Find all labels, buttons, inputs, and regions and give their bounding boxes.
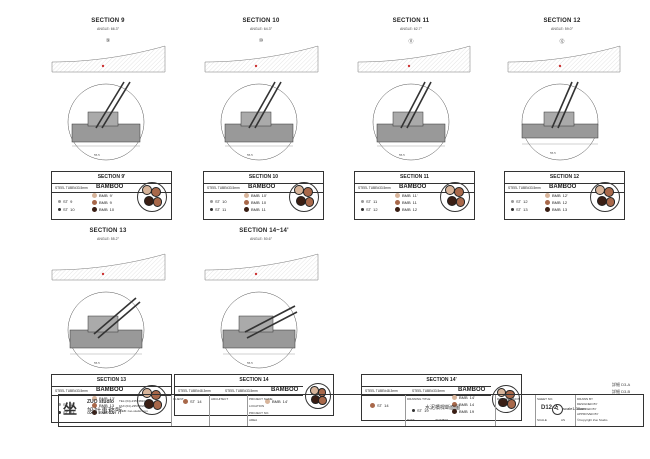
card-title: SECTION 12: [549, 174, 580, 180]
bamboo-dot: [304, 197, 315, 208]
bamboo-dot: [604, 187, 615, 198]
section-title: SECTION 10: [242, 18, 280, 24]
card-title: SECTION 14': [426, 377, 457, 383]
section-title: SECTION 14~14': [239, 228, 289, 234]
card-title: SECTION 13: [96, 377, 127, 383]
bamboo-dot: [151, 187, 162, 198]
scale-badge: 1: [552, 404, 563, 415]
bamboo-label: BAMBOO: [96, 387, 124, 393]
dimension-label: 55.5: [247, 153, 253, 157]
ref-a: 詳細 D3-A: [612, 382, 631, 387]
bamboo-label: BAMBOO: [458, 387, 486, 393]
bamboo-dot: [455, 197, 466, 208]
steel-label: STEEL TUBE#33.5mm: [412, 388, 445, 393]
section-marker: ⑨: [105, 38, 111, 44]
plan-strip: [51, 45, 166, 73]
angle-label: ANGLE: 59.0°: [550, 27, 574, 31]
bamboo-dot: [506, 399, 516, 409]
bamboo-dot: [303, 187, 314, 198]
dimension-label: 55.5: [94, 153, 100, 157]
bamboo-label: BAMBOO: [96, 184, 124, 190]
section-title: SECTION 11: [392, 18, 430, 24]
bamboo-label: BAMBOO: [549, 184, 577, 190]
dimension-label: 55.5: [399, 153, 405, 157]
plan-strip: [51, 253, 166, 281]
section-title: SECTION 12: [543, 18, 581, 24]
card-title: SECTION 14: [239, 377, 269, 383]
plan-strip: [204, 253, 319, 281]
bundle-diagram: [289, 182, 319, 212]
company-cell: 坐 ZUO studio 設計事務所 TEL:(04)-23573820 FAX…: [59, 395, 172, 426]
bamboo-dot: [317, 387, 327, 397]
card-title: SECTION 10: [248, 174, 279, 180]
steel-label: STEEL TUBE#48.3mm: [365, 388, 398, 393]
card-section-14: SECTION 14 STEEL TUBE#48.3mm STEEL TUBE#3…: [174, 374, 334, 416]
angle-label: ANGLE: 55.2°: [96, 237, 120, 241]
scale-text: scale1/30cm: [563, 406, 586, 411]
angle-label: ANGLE: 64.3°: [249, 27, 273, 31]
steel-label: STEEL TUBE#48.3mm: [178, 388, 211, 393]
dimension-label: 55.5: [550, 151, 556, 155]
steel-label: STEEL TUBE#33.5mm: [508, 185, 541, 190]
section-title: SECTION 9: [91, 18, 125, 24]
section-marker: ⑩: [258, 38, 264, 44]
angle-label: ANGLE: 62.7°: [399, 27, 423, 31]
angle-label: ANGLE: 66.3°: [96, 27, 120, 31]
plan-strip: [357, 45, 471, 73]
company-name-zh: 設計事務所: [87, 408, 122, 415]
plan-strip: [204, 45, 319, 73]
steel-label: STEEL TUBE#33.5mm: [358, 185, 391, 190]
bamboo-label: BAMBOO: [399, 184, 427, 190]
angle-label: ANGLE: 50.6°: [249, 237, 273, 241]
dimension-label: 55.5: [94, 361, 100, 365]
bamboo-dot: [152, 197, 163, 208]
section-title: SECTION 13: [89, 228, 127, 234]
company-name-en: ZUO studio: [87, 399, 114, 405]
steel-label: STEEL TUBE#33.5mm: [207, 185, 240, 190]
steel-label: STEEL TUBE#33.5mm: [225, 388, 258, 393]
bamboo-dot: [454, 187, 465, 198]
bundle-diagram: [590, 182, 620, 212]
steel-label: STEEL TUBE#33.5mm: [55, 388, 88, 393]
title-block: 坐 ZUO studio 設計事務所 TEL:(04)-23573820 FAX…: [58, 394, 644, 427]
bundle-diagram: [137, 385, 167, 415]
bamboo-dot: [152, 400, 163, 411]
bamboo-dot: [605, 197, 616, 208]
dimension-label: 55.5: [247, 361, 253, 365]
plan-strip: [507, 45, 621, 73]
bamboo-label: BAMBOO: [248, 184, 276, 190]
ref-b: 詳細 D3-B: [612, 389, 631, 394]
bamboo-dot: [151, 390, 162, 401]
card-title: SECTION 11: [400, 174, 429, 180]
bundle-diagram: [137, 182, 167, 212]
bamboo-label: BAMBOO: [271, 387, 299, 393]
section-marker: ⑪: [408, 39, 414, 45]
logo-mark: 坐: [63, 401, 77, 417]
bamboo-dot: [318, 396, 328, 405]
card-title: SECTION 9': [97, 174, 126, 180]
bundle-diagram: [440, 182, 470, 212]
steel-label: STEEL TUBE#33.5mm: [55, 185, 88, 190]
section-marker: ⑫: [559, 39, 565, 45]
